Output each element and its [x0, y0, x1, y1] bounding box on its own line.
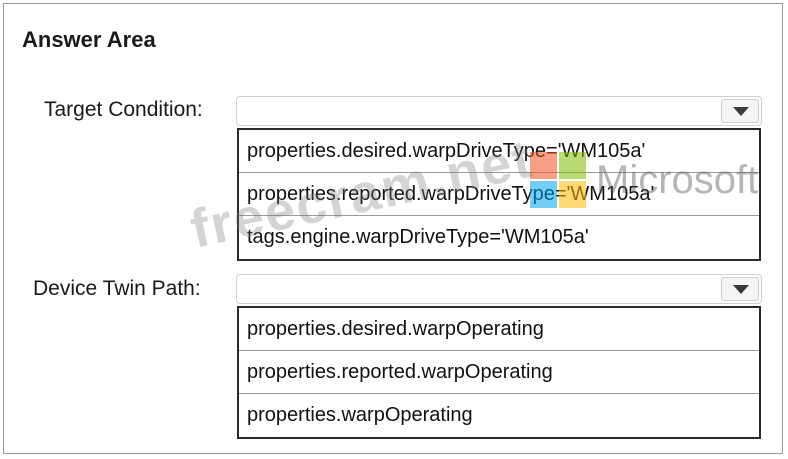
option-desired-warpdrivetype[interactable]: properties.desired.warpDriveType='WM105a… — [239, 130, 759, 173]
target-condition-dropdown[interactable] — [236, 96, 762, 126]
chevron-down-icon — [733, 107, 749, 116]
device-twin-path-dropdown-button[interactable] — [721, 277, 759, 301]
option-reported-warpoperating[interactable]: properties.reported.warpOperating — [239, 351, 759, 394]
target-condition-options: properties.desired.warpDriveType='WM105a… — [237, 128, 761, 261]
option-desired-warpoperating[interactable]: properties.desired.warpOperating — [239, 308, 759, 351]
chevron-down-icon — [733, 285, 749, 294]
device-twin-path-dropdown[interactable] — [236, 274, 762, 304]
target-condition-label: Target Condition: — [44, 98, 203, 121]
option-warpoperating[interactable]: properties.warpOperating — [247, 404, 473, 426]
option-reported-warpdrivetype[interactable]: properties.reported.warpDriveType='WM105… — [239, 173, 759, 216]
option-tags-engine-warpdrivetype[interactable]: tags.engine.warpDriveType='WM105a' — [247, 226, 589, 248]
device-twin-path-label: Device Twin Path: — [33, 277, 201, 300]
target-condition-dropdown-button[interactable] — [721, 99, 759, 123]
page-title: Answer Area — [22, 27, 156, 52]
device-twin-path-options: properties.desired.warpOperating propert… — [237, 306, 761, 439]
